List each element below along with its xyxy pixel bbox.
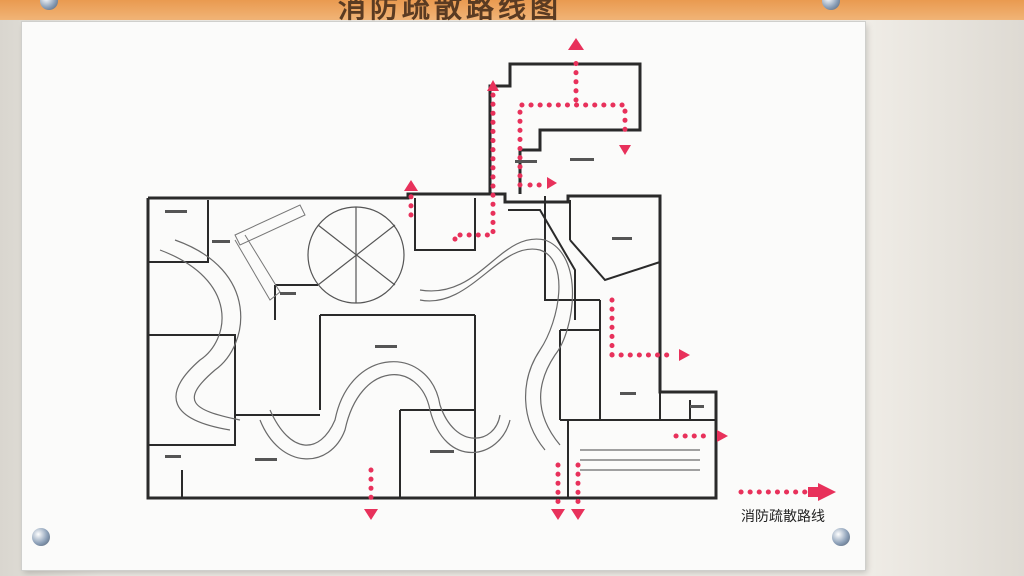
legend-label: 消防疏散路线 <box>741 509 825 525</box>
mounting-pin-icon <box>32 528 50 546</box>
building-walls <box>146 62 718 500</box>
circular-room <box>307 206 405 304</box>
mounting-pin-icon <box>832 528 850 546</box>
evacuation-board <box>22 22 865 570</box>
curved-walkway <box>159 238 700 471</box>
room-marks <box>165 158 704 461</box>
mounting-pin-icon <box>40 0 58 10</box>
diagonal-ramp <box>234 204 306 301</box>
mounting-pin-icon <box>822 0 840 10</box>
evacuation-route <box>368 55 808 508</box>
header-band <box>0 0 1024 20</box>
exit-arrow-icon <box>364 38 836 520</box>
sign-title: 消防疏散路线图 <box>337 0 562 24</box>
interior-walls <box>148 196 716 498</box>
